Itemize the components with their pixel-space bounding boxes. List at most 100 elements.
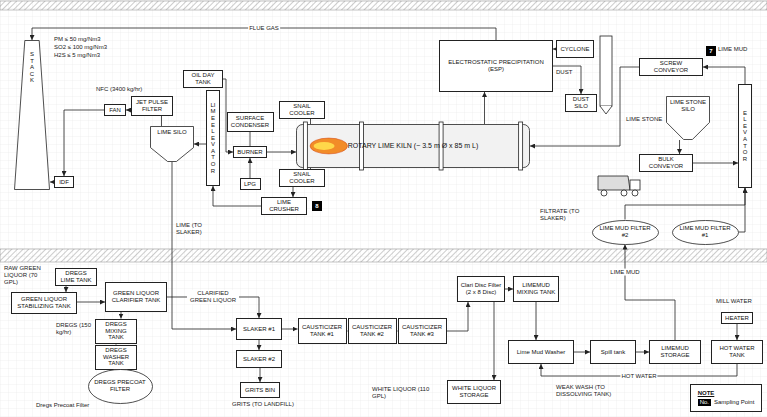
node-label: DUST SILO: [568, 96, 594, 110]
node-text: 7: [709, 48, 712, 55]
process-box: GRITS BIN: [240, 382, 280, 398]
silo-hopper: LIME SILO: [150, 126, 194, 162]
annotation-text: LIME STONE: [626, 116, 662, 123]
rotary-kiln: ROTARY LIME KILN (~ 3.5 m Ø x 85 m L): [296, 124, 530, 168]
node-text: CAUSTICIZER TANK #2: [349, 323, 396, 339]
node-label: SNAIL COOLER: [282, 171, 322, 185]
node-label: CAUSTICIZER TANK #2: [351, 324, 394, 338]
stack-chimney: STACK: [14, 40, 50, 190]
annotation-text: Dregs Precoat Filter: [36, 402, 89, 409]
flow-line: [484, 92, 485, 124]
process-box: SURFACE CONDENSER: [227, 112, 274, 132]
node-label: No.: [698, 399, 711, 406]
process-box: DUST SILO: [565, 94, 597, 112]
node-text: ROTARY LIME KILN (~ 3.5 m Ø x 85 m L): [346, 141, 481, 151]
node-text: LPG: [242, 180, 258, 189]
node-text: SLAKER #1: [241, 325, 277, 334]
flow-line: [77, 302, 105, 303]
process-box: OIL DAY TANK: [183, 70, 223, 88]
section-band: [0, 1, 767, 10]
node-label: WHITE LIQUOR STORAGE: [450, 385, 498, 399]
process-box: LIMEMUD MIXING TANK: [513, 276, 559, 302]
process-box: Spill tank: [590, 340, 636, 364]
node-label: DREGS WASHER TANK: [98, 347, 134, 368]
node-text: Spill tank: [599, 348, 627, 357]
process-box: LIMEMUD STORAGE: [649, 340, 701, 364]
filter-drum: LIME MUD FILTER #1: [672, 220, 739, 245]
node-label: LIMEMUD STORAGE: [652, 345, 698, 359]
annotation-text: PM ≤ 50 mg/Nm3: [54, 36, 101, 43]
flow-label: HOT WATER: [620, 373, 657, 380]
node-label: GREEN LIQUOR CLARIFIER TANK: [108, 290, 164, 304]
filter-drum: DREGS PRECOAT FILTER: [88, 369, 153, 404]
node-text: Clari Disc Filter (2 x 8 Disc): [458, 281, 504, 297]
process-box: BURNER: [233, 146, 267, 158]
annotation-text: H2S ≤ 5 mg/Nm3: [54, 52, 100, 59]
node-label: CAUSTICIZER TANK #1: [301, 324, 344, 338]
note-box: NOTENo.Sampling Point: [690, 384, 762, 412]
dump-truck: [598, 176, 640, 196]
node-text: OIL DAY TANK: [184, 71, 222, 87]
annotation-text: WEAK WASH (TO DISSOLVING TANK): [556, 384, 636, 398]
flow-line: [505, 289, 513, 290]
process-box: SCREW CONVEYOR: [639, 58, 703, 76]
process-box: DREGS WASHER TANK: [95, 345, 137, 370]
node-label: ELECTROSTATIC PRECIPITATION (ESP): [442, 59, 550, 73]
node-label: ELEVATOR: [742, 110, 748, 163]
flow-line: [267, 152, 296, 153]
node-label: LIME ELEVATOR: [210, 102, 216, 175]
node-text: SURFACE CONDENSER: [228, 114, 273, 130]
flow-line: [172, 162, 236, 329]
node-label: ROTARY LIME KILN (~ 3.5 m Ø x 85 m L): [348, 142, 479, 150]
annotation-text: MILL WATER: [716, 298, 752, 305]
annotation-text: LIME MUD: [718, 46, 747, 53]
section-band: [0, 249, 767, 262]
node-label: Spill tank: [601, 349, 625, 356]
node-text: Lime Mud Washer: [515, 348, 567, 357]
elevator-column: LIME ELEVATOR: [206, 90, 220, 186]
process-box: CAUSTICIZER TANK #2: [348, 318, 397, 344]
process-box: WHITE LIQUOR STORAGE: [447, 380, 501, 404]
node-label: LIME MUD FILTER #1: [678, 225, 732, 239]
flow-line: [679, 140, 680, 154]
flow-line: [161, 116, 162, 126]
node-label: LIME STONE SILO: [668, 99, 708, 113]
flow-line: [703, 67, 745, 84]
node-label: BULK CONVEYOR: [642, 156, 690, 170]
node-text: SLAKER #2: [241, 355, 277, 364]
node-label: OIL DAY TANK: [186, 72, 220, 86]
node-label: STACK: [29, 51, 35, 84]
node-text: LIMEMUD STORAGE: [650, 344, 700, 360]
annotation-text: FILTRATE (TO SLAKER): [540, 208, 590, 222]
flow-line: [250, 158, 251, 178]
node-text: LIME CRUSHER: [262, 198, 306, 214]
process-box: CAUSTICIZER TANK #3: [398, 318, 447, 344]
annotation-text: DUST: [556, 69, 572, 76]
node-text: 8: [315, 203, 318, 210]
node-label: SURFACE CONDENSER: [230, 115, 271, 129]
flow-line: [574, 352, 590, 353]
process-box: Lime Mud Washer: [508, 340, 574, 364]
node-label: 8: [315, 203, 318, 210]
node-label: SNAIL COOLER: [282, 103, 322, 117]
node-text: DREGS WASHER TANK: [96, 346, 136, 369]
node-label: HEATER: [725, 315, 749, 322]
node-text: WHITE LIQUOR STORAGE: [448, 384, 500, 400]
annotation-text: RAW GREEN LIQUOR (70 GPL): [4, 265, 52, 286]
flow-line: [625, 245, 675, 341]
node-label: Clari Disc Filter (2 x 8 Disc): [460, 282, 502, 296]
node-label: GRITS BIN: [245, 387, 275, 394]
node-text: LIME STONE SILO: [666, 98, 710, 114]
flow-label: FLUE GAS: [248, 25, 280, 32]
node-label: SLAKER #2: [243, 356, 275, 363]
node-text: DREGS PRECOAT FILTER: [92, 378, 148, 394]
node-label: 7: [709, 48, 712, 55]
node-text: IDF: [57, 178, 71, 187]
flow-line: [64, 110, 104, 176]
node-text: SNAIL COOLER: [280, 102, 324, 118]
process-box: SLAKER #2: [236, 350, 282, 368]
node-text: ELEVATOR: [740, 109, 750, 164]
process-box: BULK CONVEYOR: [639, 154, 693, 172]
flow-line: [260, 368, 261, 382]
